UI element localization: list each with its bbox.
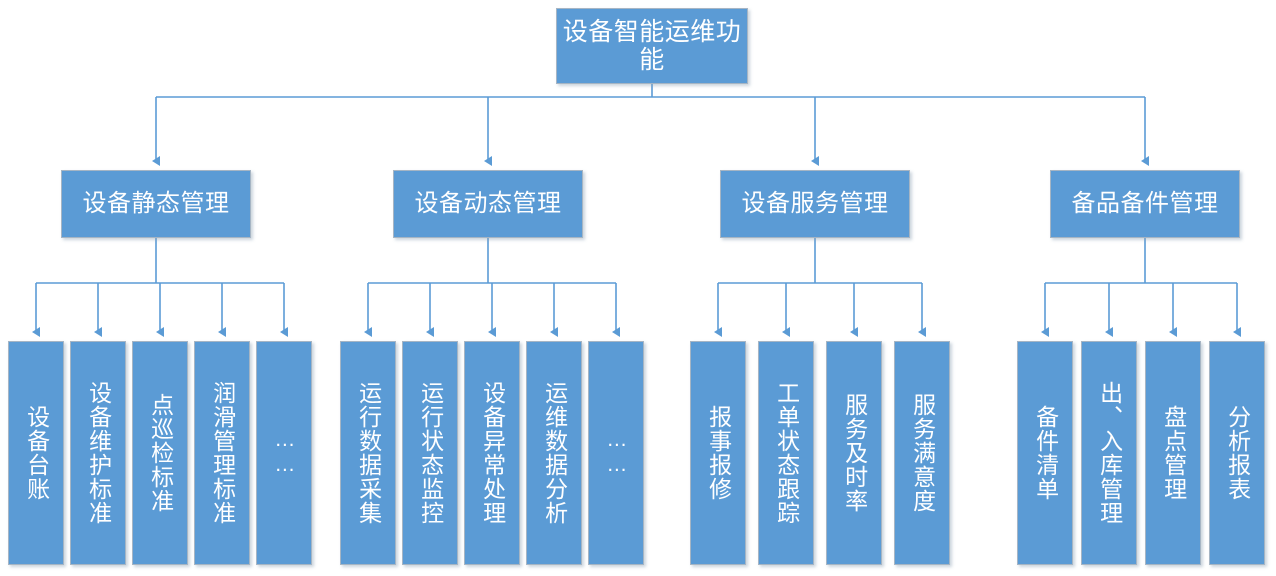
leaf-node-报事报修-2-0[interactable]: 报事报修	[690, 341, 746, 565]
leaf-node-盘点管理-3-2-label: 盘点管理	[1160, 405, 1187, 501]
leaf-node-盘点管理-3-2[interactable]: 盘点管理	[1145, 341, 1201, 565]
leaf-node-node-0-4[interactable]: ……	[256, 341, 312, 565]
leaf-node-报事报修-2-0-label: 报事报修	[705, 405, 732, 501]
leaf-node-备件清单-3-0[interactable]: 备件清单	[1017, 341, 1073, 565]
root-node-设备智能运维功能[interactable]: 设备智能运维功能	[556, 8, 748, 84]
leaf-node-运维数据分析-1-3-label: 运维数据分析	[541, 381, 568, 525]
leaf-node-服务满意度-2-3[interactable]: 服务满意度	[894, 341, 950, 565]
branch-node-设备静态管理[interactable]: 设备静态管理	[61, 170, 251, 238]
leaf-node-node-0-4-label: ……	[273, 428, 297, 478]
leaf-node-服务满意度-2-3-label: 服务满意度	[909, 393, 936, 513]
leaf-node-运行数据采集-1-0-label: 运行数据采集	[355, 381, 382, 525]
branch-node-备品备件管理-label: 备品备件管理	[1071, 189, 1219, 217]
leaf-node-分析报表-3-3[interactable]: 分析报表	[1209, 341, 1265, 565]
leaf-node-工单状态跟踪-2-1[interactable]: 工单状态跟踪	[758, 341, 814, 565]
leaf-node-出入库管理-3-1-label: 出、入库管理	[1096, 381, 1123, 525]
leaf-node-设备异常处理-1-2[interactable]: 设备异常处理	[464, 341, 520, 565]
leaf-node-运行状态监控-1-1-label: 运行状态监控	[417, 381, 444, 525]
branch-node-设备动态管理[interactable]: 设备动态管理	[393, 170, 583, 238]
leaf-node-运行数据采集-1-0[interactable]: 运行数据采集	[340, 341, 396, 565]
leaf-node-润滑管理标准-0-3-label: 润滑管理标准	[209, 381, 236, 525]
leaf-node-润滑管理标准-0-3[interactable]: 润滑管理标准	[194, 341, 250, 565]
leaf-node-服务及时率-2-2-label: 服务及时率	[841, 393, 868, 513]
leaf-node-备件清单-3-0-label: 备件清单	[1032, 405, 1059, 501]
leaf-node-设备异常处理-1-2-label: 设备异常处理	[479, 381, 506, 525]
root-node-设备智能运维功能-label: 设备智能运维功能	[562, 18, 742, 74]
branch-node-设备静态管理-label: 设备静态管理	[82, 189, 230, 217]
leaf-node-node-1-4-label: ……	[605, 428, 629, 478]
leaf-node-node-1-4[interactable]: ……	[588, 341, 644, 565]
leaf-node-服务及时率-2-2[interactable]: 服务及时率	[826, 341, 882, 565]
leaf-node-运行状态监控-1-1[interactable]: 运行状态监控	[402, 341, 458, 565]
branch-node-设备服务管理[interactable]: 设备服务管理	[720, 170, 910, 238]
leaf-node-点巡检标准-0-2-label: 点巡检标准	[147, 393, 174, 513]
leaf-node-分析报表-3-3-label: 分析报表	[1224, 405, 1251, 501]
leaf-node-运维数据分析-1-3[interactable]: 运维数据分析	[526, 341, 582, 565]
leaf-node-设备维护标准-0-1[interactable]: 设备维护标准	[70, 341, 126, 565]
leaf-node-工单状态跟踪-2-1-label: 工单状态跟踪	[773, 381, 800, 525]
branch-node-设备服务管理-label: 设备服务管理	[741, 189, 889, 217]
leaf-node-设备台账-0-0[interactable]: 设备台账	[8, 341, 64, 565]
leaf-node-出入库管理-3-1[interactable]: 出、入库管理	[1081, 341, 1137, 565]
branch-node-设备动态管理-label: 设备动态管理	[414, 189, 562, 217]
branch-node-备品备件管理[interactable]: 备品备件管理	[1050, 170, 1240, 238]
leaf-node-设备台账-0-0-label: 设备台账	[23, 405, 50, 501]
leaf-node-点巡检标准-0-2[interactable]: 点巡检标准	[132, 341, 188, 565]
leaf-node-设备维护标准-0-1-label: 设备维护标准	[85, 381, 112, 525]
